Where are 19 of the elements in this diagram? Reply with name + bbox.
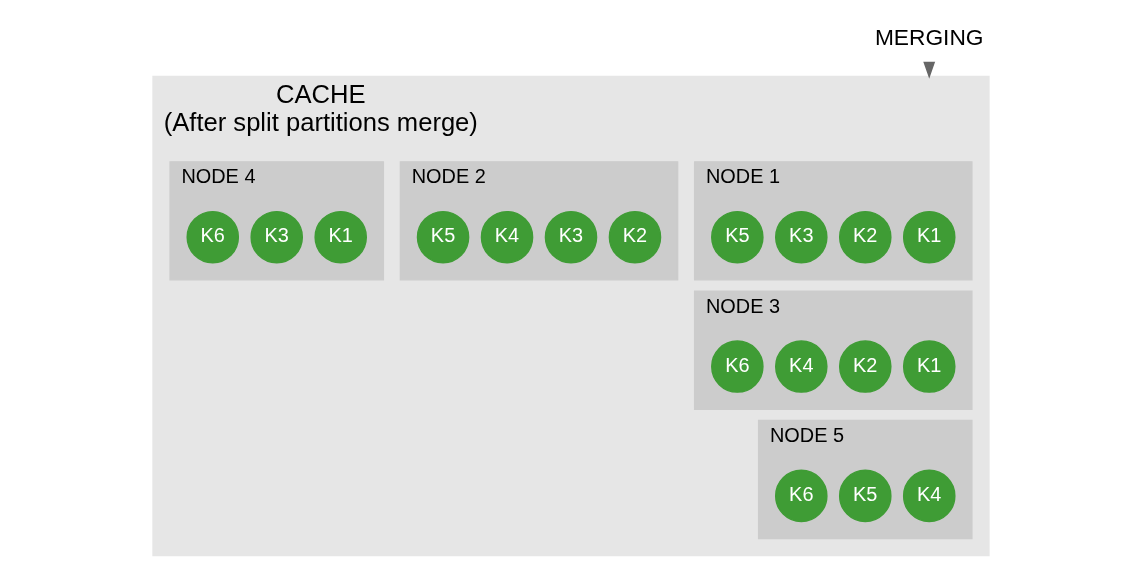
- node-circle: K5: [838, 469, 892, 523]
- node-circle: K6: [775, 469, 828, 523]
- node-circle: K1: [314, 210, 367, 264]
- node-circle: K6: [186, 210, 240, 264]
- node-circle: K4: [775, 340, 828, 393]
- node-circle: K3: [250, 210, 304, 264]
- node-circle: K1: [902, 340, 956, 393]
- node-circle: K6: [711, 340, 764, 393]
- node-circle: K5: [416, 210, 470, 264]
- node-circle: K4: [902, 469, 956, 523]
- node-circle: K5: [711, 210, 764, 264]
- node-circle: K2: [608, 210, 662, 264]
- node-circle: K3: [544, 210, 598, 264]
- node-text: MERGING: [874, 24, 984, 50]
- node-circle: K3: [775, 210, 828, 264]
- node-circle: K2: [838, 210, 892, 264]
- node-circle: K4: [480, 210, 534, 264]
- node-circle: K2: [838, 340, 892, 393]
- node-circle: K1: [902, 210, 956, 264]
